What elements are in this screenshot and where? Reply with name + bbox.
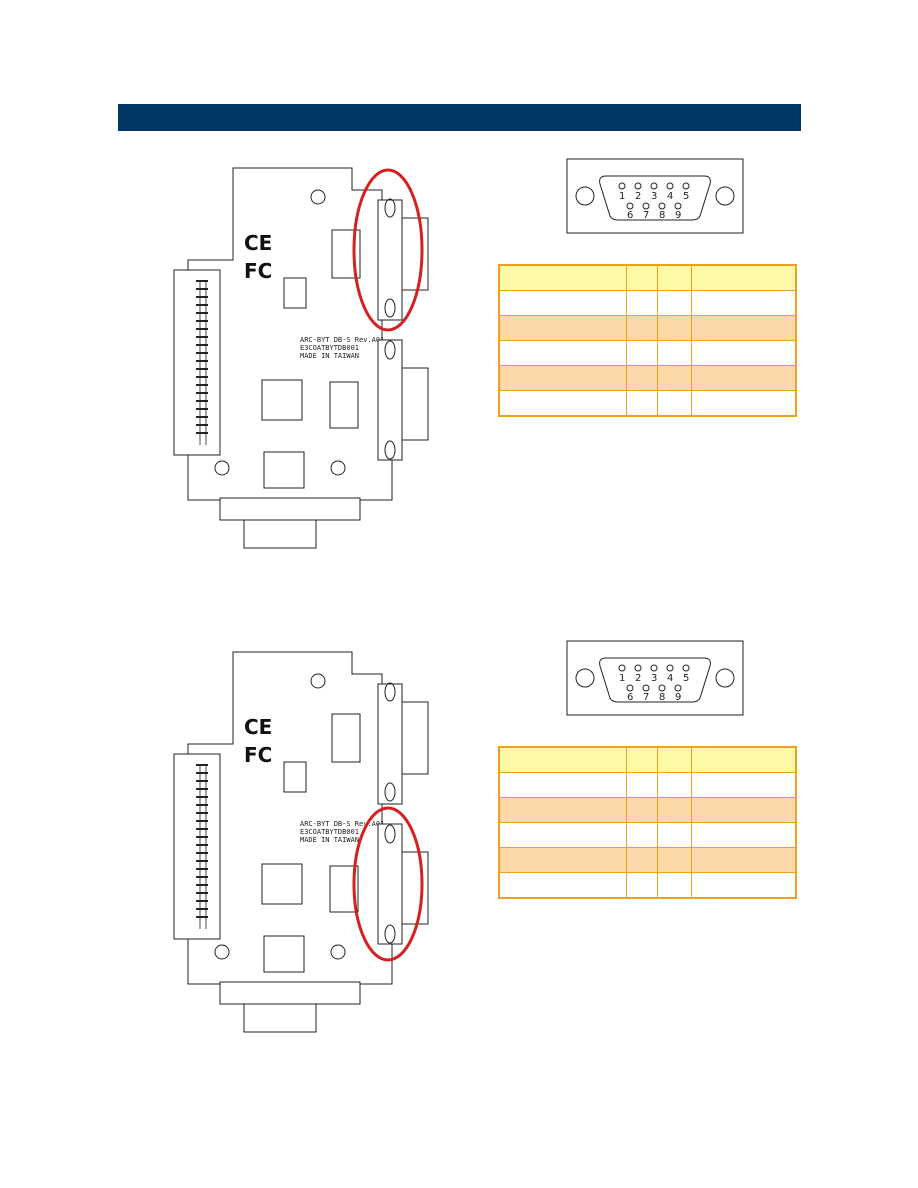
table-cell bbox=[691, 290, 797, 316]
table-cell bbox=[657, 315, 693, 341]
pin-label: 2 bbox=[635, 673, 641, 684]
pin-assignment-table bbox=[498, 746, 797, 899]
table-cell bbox=[657, 822, 693, 848]
silkscreen-line2: E3COATBYTDB001 bbox=[300, 828, 359, 836]
table-cell bbox=[625, 315, 659, 341]
table-cell bbox=[691, 365, 797, 391]
table-cell bbox=[657, 872, 693, 899]
fcc-logo: FC bbox=[244, 743, 272, 767]
table-cell bbox=[657, 847, 693, 873]
table-cell bbox=[498, 822, 627, 848]
table-cell bbox=[691, 390, 797, 417]
table-cell bbox=[625, 822, 659, 848]
table-cell bbox=[691, 797, 797, 823]
pin-label: 7 bbox=[643, 210, 649, 221]
pin-label: 8 bbox=[659, 692, 665, 703]
table-cell bbox=[657, 797, 693, 823]
table-cell bbox=[691, 340, 797, 366]
pin-label: 7 bbox=[643, 692, 649, 703]
highlight-ellipse bbox=[352, 806, 424, 962]
table-cell bbox=[657, 390, 693, 417]
pin-label: 8 bbox=[659, 210, 665, 221]
table-row bbox=[498, 822, 797, 848]
pin-label: 6 bbox=[627, 210, 633, 221]
ce-logo: CE bbox=[244, 715, 272, 739]
pin-label: 3 bbox=[651, 673, 657, 684]
table-cell bbox=[498, 365, 627, 391]
table-cell bbox=[691, 847, 797, 873]
pin-label: 6 bbox=[627, 692, 633, 703]
table-cell bbox=[657, 290, 693, 316]
pin-label: 5 bbox=[683, 191, 689, 202]
table-cell bbox=[657, 365, 693, 391]
table-cell bbox=[625, 365, 659, 391]
table-header-row bbox=[498, 746, 797, 773]
table-cell bbox=[498, 746, 627, 773]
table-cell bbox=[625, 390, 659, 417]
pin-label: 5 bbox=[683, 673, 689, 684]
db9-connector-diagram: 1 2 3 4 5 6 7 8 9 bbox=[566, 158, 744, 234]
fcc-logo: FC bbox=[244, 259, 272, 283]
table-cell bbox=[498, 290, 627, 316]
table-cell bbox=[691, 746, 797, 773]
table-cell bbox=[625, 772, 659, 798]
silkscreen-line3: MADE IN TAIWAN bbox=[300, 352, 359, 360]
highlight-ellipse bbox=[352, 168, 424, 332]
pin-label: 9 bbox=[675, 210, 681, 221]
table-row bbox=[498, 847, 797, 873]
table-row bbox=[498, 365, 797, 391]
table-cell bbox=[691, 315, 797, 341]
table-row bbox=[498, 872, 797, 899]
silkscreen-line2: E3COATBYTDB001 bbox=[300, 344, 359, 352]
table-row bbox=[498, 340, 797, 366]
section-header-bar bbox=[118, 104, 801, 131]
table-cell bbox=[625, 290, 659, 316]
pin-label: 3 bbox=[651, 191, 657, 202]
table-row bbox=[498, 290, 797, 316]
table-header-row bbox=[498, 264, 797, 291]
table-row bbox=[498, 797, 797, 823]
table-cell bbox=[625, 797, 659, 823]
table-cell bbox=[498, 340, 627, 366]
db9-connector-diagram: 1 2 3 4 5 6 7 8 9 bbox=[566, 640, 744, 716]
table-cell bbox=[625, 264, 659, 291]
table-cell bbox=[691, 872, 797, 899]
table-cell bbox=[498, 390, 627, 417]
table-cell bbox=[691, 772, 797, 798]
table-row bbox=[498, 315, 797, 341]
table-cell bbox=[657, 264, 693, 291]
table-cell bbox=[691, 822, 797, 848]
pin-label: 1 bbox=[619, 191, 625, 202]
table-row bbox=[498, 772, 797, 798]
table-cell bbox=[625, 872, 659, 899]
pin-label: 1 bbox=[619, 673, 625, 684]
board-diagram-port2: CE FC ARC-BYT DB-S Rev.A01 E3COATBYTDB00… bbox=[160, 644, 460, 1034]
pin-label: 2 bbox=[635, 191, 641, 202]
table-cell bbox=[625, 340, 659, 366]
table-cell bbox=[691, 264, 797, 291]
board-diagram-port1: CE FC ARC-BYT DB-S Rev.A01 E3COATBYTDB00… bbox=[160, 160, 460, 550]
table-cell bbox=[657, 746, 693, 773]
pin-assignment-table bbox=[498, 264, 797, 417]
table-cell bbox=[498, 772, 627, 798]
table-cell bbox=[498, 847, 627, 873]
table-cell bbox=[625, 847, 659, 873]
pin-label: 4 bbox=[667, 673, 673, 684]
table-cell bbox=[657, 340, 693, 366]
table-cell bbox=[498, 264, 627, 291]
table-cell bbox=[657, 772, 693, 798]
table-cell bbox=[498, 797, 627, 823]
ce-logo: CE bbox=[244, 231, 272, 255]
silkscreen-line1: ARC-BYT DB-S Rev.A01 bbox=[300, 820, 384, 828]
table-row bbox=[498, 390, 797, 417]
pin-label: 4 bbox=[667, 191, 673, 202]
silkscreen-line3: MADE IN TAIWAN bbox=[300, 836, 359, 844]
table-cell bbox=[498, 872, 627, 899]
table-cell bbox=[625, 746, 659, 773]
pin-label: 9 bbox=[675, 692, 681, 703]
table-cell bbox=[498, 315, 627, 341]
silkscreen-line1: ARC-BYT DB-S Rev.A01 bbox=[300, 336, 384, 344]
